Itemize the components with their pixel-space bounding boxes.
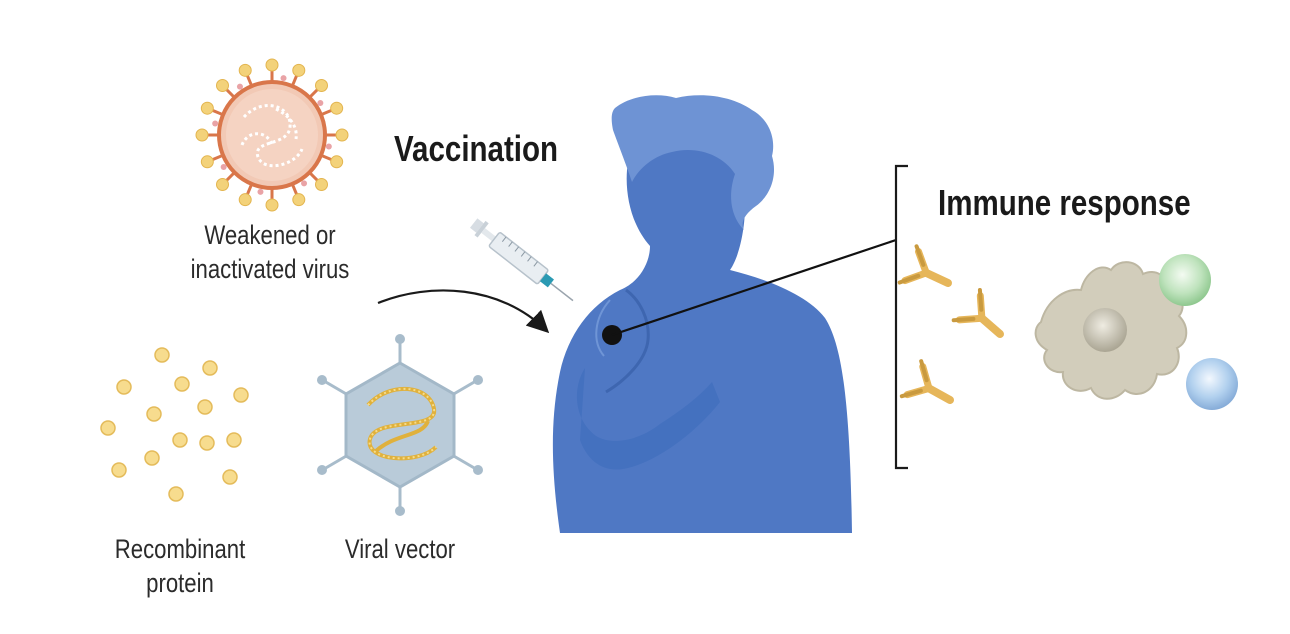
weakened-virus-label-line1: Weakened or [204,220,336,250]
macrophage-icon [1034,261,1188,400]
antibody-icon [897,244,952,287]
weakened-virus-label-line2: inactivated virus [190,254,350,284]
viral-vector-icon [317,334,483,516]
weakened-virus-label: Weakened or inactivated virus [155,218,385,286]
immune-response-title: Immune response [938,182,1191,223]
vaccination-title: Vaccination [394,128,559,169]
immune-cell-icon [1159,254,1211,306]
antibody-icon [951,288,1004,338]
virus-icon [195,58,349,212]
protein-dots-icon [100,347,249,502]
recombinant-protein-label: Recombinant protein [82,532,279,600]
recombinant-protein-label-line1: Recombinant [114,534,246,564]
syringe-icon [470,218,574,302]
antibody-icon [899,359,954,404]
immune-cell-icon [1186,358,1238,410]
person-silhouette [552,95,852,533]
viral-vector-label: Viral vector [344,534,456,564]
recombinant-protein-label-line2: protein [146,568,214,598]
bracket [894,164,908,470]
arrow-icon [377,289,550,334]
